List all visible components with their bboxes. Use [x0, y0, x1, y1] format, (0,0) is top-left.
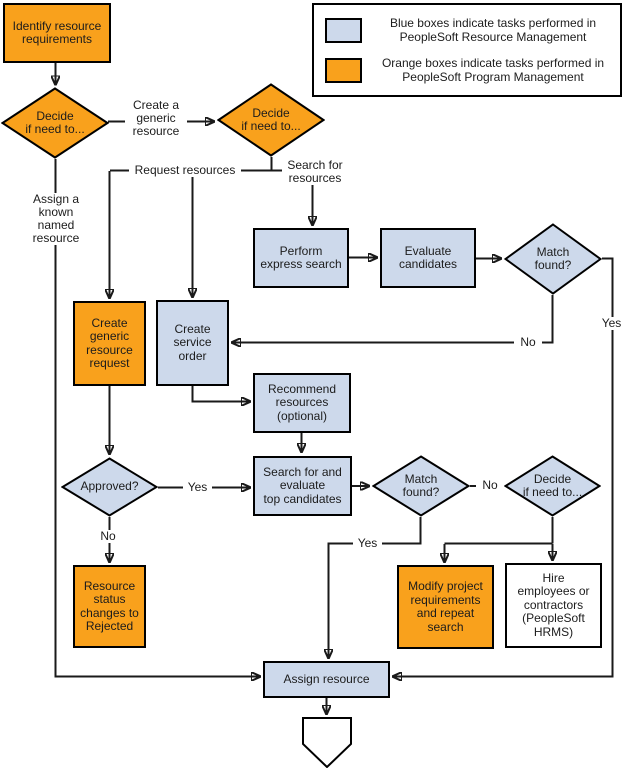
legend-item-orange: Orange boxes indicate tasks performed in… [325, 56, 614, 84]
node-label: Resource status changes to Rejected [80, 578, 139, 633]
node-recommend-resources: Recommend resources (optional) [253, 373, 351, 433]
node-label: Match found? [534, 244, 572, 272]
decision-match-found-1: Match found? [504, 223, 602, 295]
terminator-pentagon [302, 717, 352, 768]
node-label: Decide if need to... [522, 471, 583, 499]
edge-label-yes-match1: Yes [597, 317, 626, 330]
node-label: Match found? [402, 471, 440, 499]
decision-decide-if-need-to-2: Decide if need to... [217, 83, 325, 157]
edge-label-assign-known-named-resource: Assign a known named resource [25, 193, 87, 245]
node-label: Recommend resources (optional) [267, 381, 337, 423]
node-identify-resource-requirements: Identify resource requirements [3, 3, 111, 63]
edge-label-no-match2: No [476, 479, 504, 492]
node-label: Identify resource requirements [12, 18, 102, 46]
node-evaluate-candidates: Evaluate candidates [380, 228, 476, 288]
node-label: Modify project requirements and repeat s… [408, 579, 483, 634]
node-label: Hire employees or contractors (PeopleSof… [517, 570, 590, 639]
edge-label-yes-approved: Yes [183, 481, 212, 494]
decision-match-found-2: Match found? [372, 455, 470, 517]
edge-label-no-match1: No [514, 336, 542, 349]
node-create-service-order: Create service order [156, 300, 229, 386]
edge-match1-yes-to-assign [393, 257, 614, 677]
decision-decide-if-need-to-3: Decide if need to... [504, 455, 601, 517]
node-label: Evaluate candidates [398, 243, 458, 271]
node-label: Create generic resource request [86, 315, 133, 370]
legend-text-blue: Blue boxes indicate tasks performed in P… [389, 16, 597, 44]
node-create-generic-resource-request: Create generic resource request [73, 301, 146, 386]
edge-match1-no-to-service-order [232, 295, 554, 343]
node-label: Approved? [80, 479, 139, 494]
node-label: Search for and evaluate top candidates [263, 464, 342, 506]
edge-label-yes-match2: Yes [353, 537, 382, 550]
edge-service-to-recommend [191, 386, 251, 402]
legend-swatch-orange [325, 57, 362, 83]
legend: Blue boxes indicate tasks performed in P… [312, 3, 622, 97]
node-assign-resource: Assign resource [263, 661, 390, 698]
node-label: Assign resource [283, 671, 370, 686]
node-label: Decide if need to... [25, 108, 85, 136]
legend-swatch-blue [325, 17, 362, 43]
node-hire-employees-contractors: Hire employees or contractors (PeopleSof… [505, 563, 602, 648]
node-label: Create service order [173, 321, 212, 363]
legend-text-orange: Orange boxes indicate tasks performed in… [381, 56, 605, 84]
node-label: Decide if need to... [241, 105, 301, 133]
node-label: Perform express search [260, 243, 342, 271]
edge-label-no-approved: No [94, 530, 122, 543]
decision-approved: Approved? [61, 457, 158, 517]
edge-label-request-resources: Request resources [129, 164, 241, 177]
decision-decide-if-need-to-1: Decide if need to... [1, 87, 109, 159]
node-modify-project-requirements: Modify project requirements and repeat s… [397, 565, 494, 649]
edge-label-search-for-resources: Search for resources [282, 159, 348, 185]
legend-item-blue: Blue boxes indicate tasks performed in P… [325, 16, 614, 44]
node-perform-express-search: Perform express search [253, 228, 349, 288]
edge-label-create-generic-resource: Create a generic resource [125, 99, 187, 138]
node-resource-status-rejected: Resource status changes to Rejected [73, 565, 146, 648]
edge-decide1-to-assign [54, 159, 261, 677]
node-search-evaluate-top-candidates: Search for and evaluate top candidates [253, 456, 352, 516]
